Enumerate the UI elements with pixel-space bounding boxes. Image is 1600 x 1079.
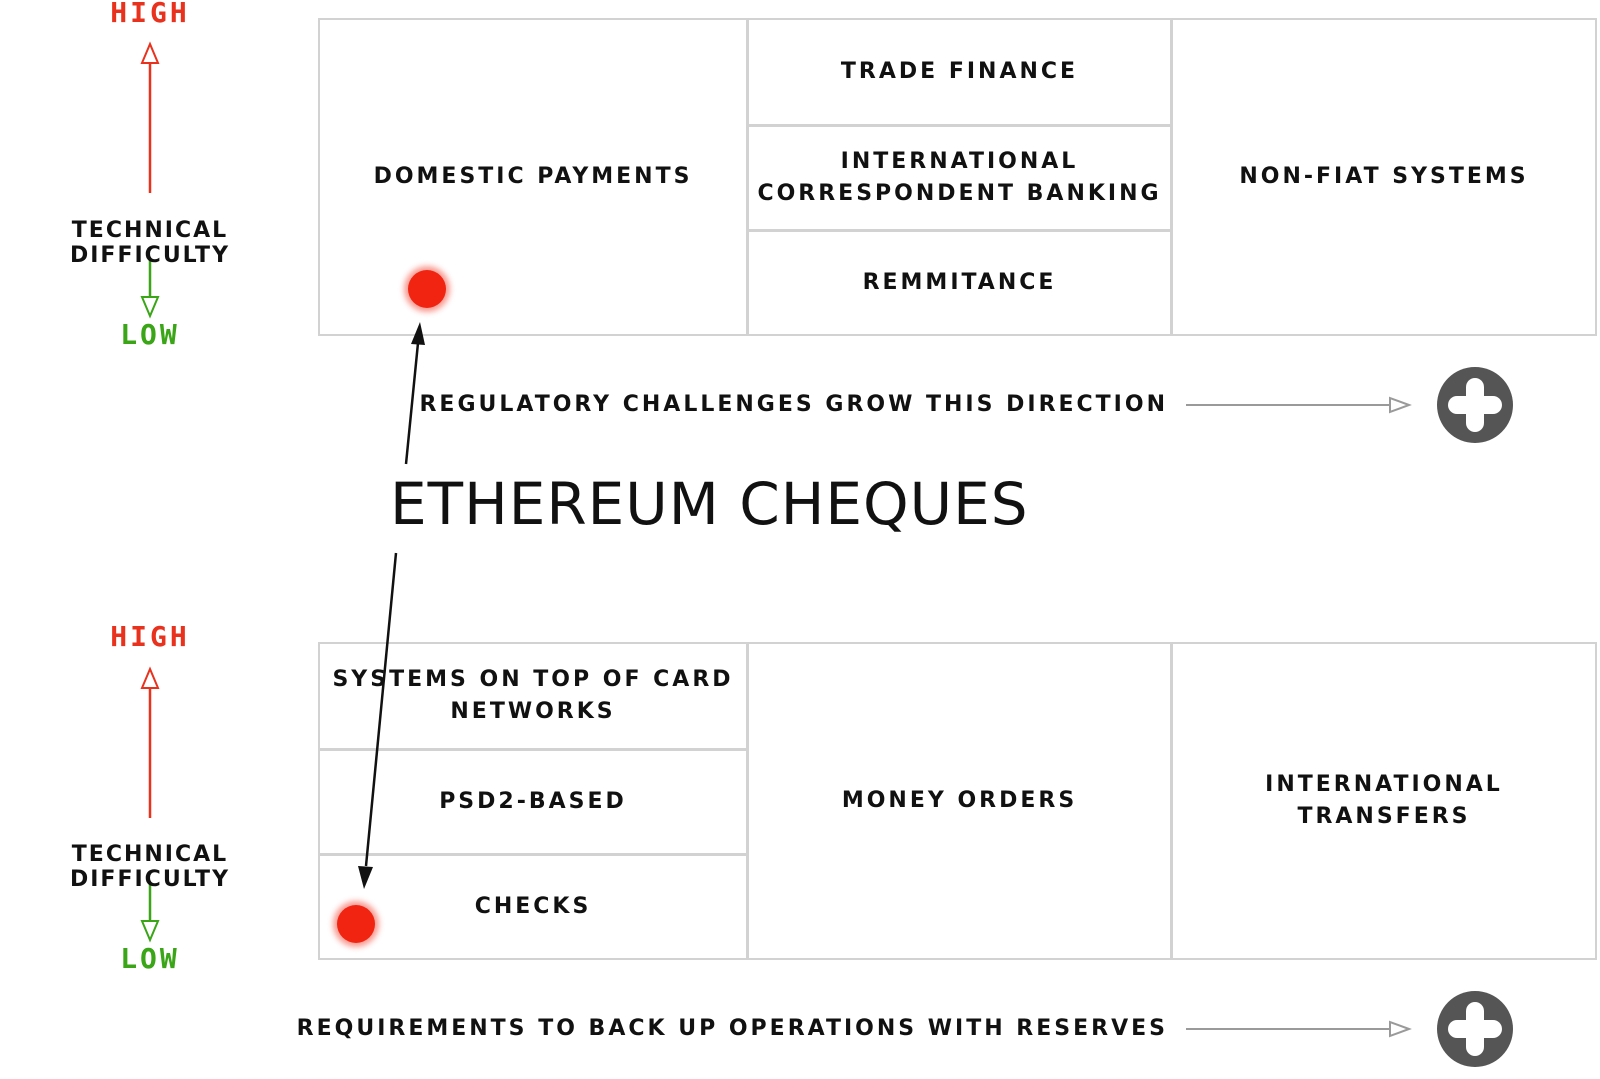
cell-non-fiat-systems: NON-FIAT SYSTEMS bbox=[1239, 164, 1529, 189]
cell-psd2-based: PSD2-BASED bbox=[439, 789, 627, 814]
arrow-right-icon bbox=[1186, 1020, 1412, 1038]
cell-international-transfers: INTERNATIONAL TRANSFERS bbox=[1265, 772, 1503, 829]
bottom-grid-divider bbox=[320, 853, 746, 856]
bottom-direction-indicator bbox=[1186, 1020, 1412, 1038]
top-grid-divider bbox=[746, 20, 749, 334]
cell-domestic-payments: DOMESTIC PAYMENTS bbox=[373, 164, 693, 189]
plus-icon bbox=[1437, 991, 1513, 1067]
bottom-caption: REQUIREMENTS TO BACK UP OPERATIONS WITH … bbox=[296, 1016, 1168, 1041]
domestic-payments-marker bbox=[408, 270, 446, 308]
bottom-axis-low-label: LOW bbox=[120, 942, 180, 975]
bottom-grid-divider bbox=[1170, 644, 1173, 958]
top-caption: REGULATORY CHALLENGES GROW THIS DIRECTIO… bbox=[419, 392, 1168, 417]
bottom-axis-high-label: HIGH bbox=[110, 620, 190, 653]
arrow-up-icon bbox=[140, 41, 160, 193]
diagram-title: ETHEREUM CHEQUES bbox=[390, 470, 1029, 538]
cell-money-orders: MONEY ORDERS bbox=[841, 788, 1078, 813]
plus-icon bbox=[1437, 367, 1513, 443]
checks-marker bbox=[337, 905, 375, 943]
bottom-grid: SYSTEMS ON TOP OF CARD NETWORKS PSD2-BAS… bbox=[318, 642, 1597, 960]
top-direction-indicator bbox=[1186, 396, 1412, 414]
cell-trade-finance: TRADE FINANCE bbox=[840, 59, 1079, 84]
top-axis-arrows bbox=[140, 41, 160, 319]
cell-international-correspondent-banking: INTERNATIONAL CORRESPONDENT BANKING bbox=[757, 149, 1162, 206]
cell-remittance: REMMITANCE bbox=[862, 270, 1057, 295]
cell-card-networks: SYSTEMS ON TOP OF CARD NETWORKS bbox=[332, 667, 734, 724]
top-grid-divider bbox=[746, 229, 1173, 232]
bottom-grid-divider bbox=[320, 748, 746, 751]
bottom-axis-title: TECHNICAL DIFFICULTY bbox=[69, 842, 230, 892]
bottom-axis-arrows bbox=[140, 666, 160, 943]
top-axis-title: TECHNICAL DIFFICULTY bbox=[69, 218, 230, 268]
bottom-grid-divider bbox=[746, 644, 749, 958]
arrow-up-icon bbox=[140, 666, 160, 818]
top-axis-high-label: HIGH bbox=[110, 0, 190, 29]
arrow-down-icon bbox=[140, 258, 160, 319]
top-grid: DOMESTIC PAYMENTS TRADE FINANCE INTERNAT… bbox=[318, 18, 1597, 336]
arrow-down-icon bbox=[140, 882, 160, 943]
cell-checks: CHECKS bbox=[474, 894, 592, 919]
top-grid-divider bbox=[746, 124, 1173, 127]
top-grid-divider bbox=[1170, 20, 1173, 334]
arrow-right-icon bbox=[1186, 396, 1412, 414]
top-axis-low-label: LOW bbox=[120, 318, 180, 351]
